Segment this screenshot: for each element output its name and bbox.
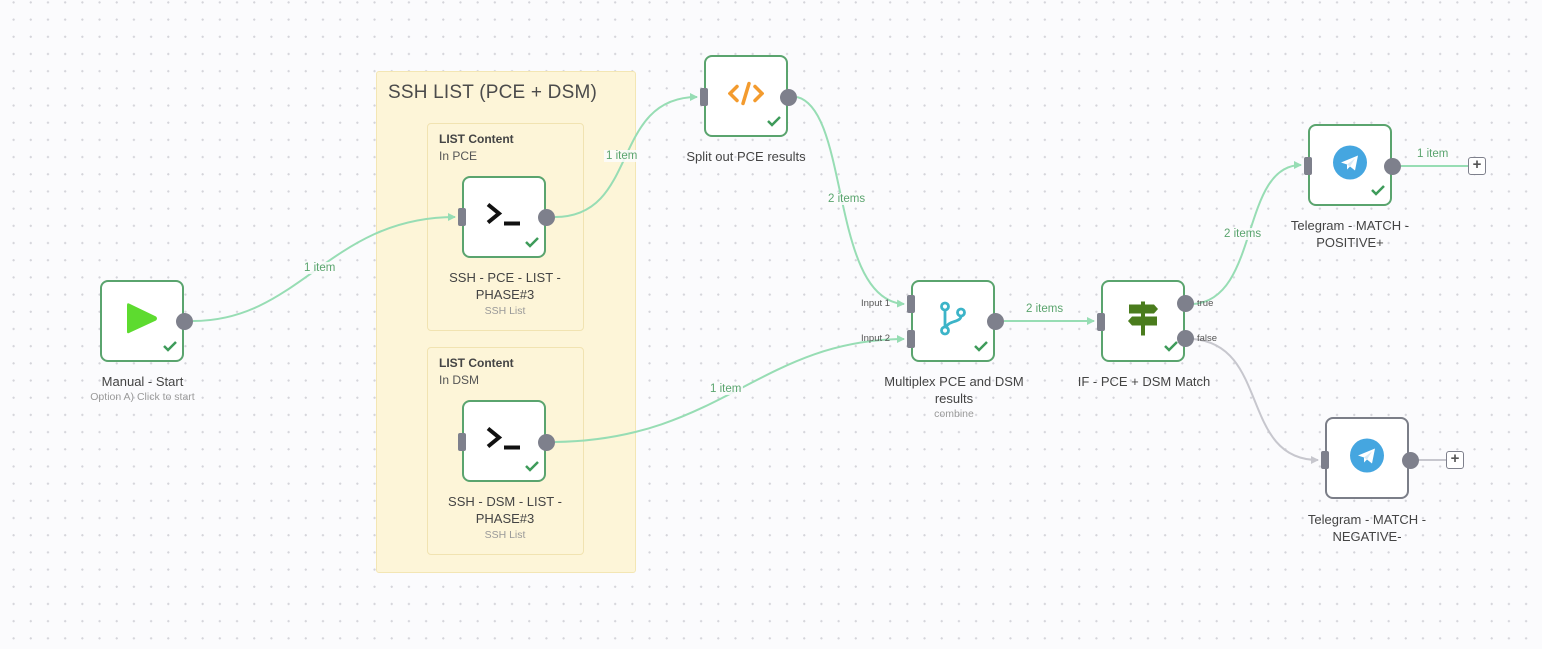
node-label: SSH - DSM - LIST - PHASE#3 xyxy=(430,493,580,527)
edge-label-multiplex-to-if: 2 items xyxy=(1024,303,1066,315)
input-1-label: Input 1 xyxy=(861,298,891,309)
output-port[interactable] xyxy=(780,89,797,106)
input-port[interactable] xyxy=(458,433,466,451)
node-subtitle: SSH List xyxy=(484,529,526,541)
false-label: false xyxy=(1197,333,1218,344)
output-port[interactable] xyxy=(1384,158,1401,175)
output-port-true[interactable] xyxy=(1177,295,1194,312)
node-label-line1: SSH - PCE - LIST - xyxy=(449,270,561,285)
node-telegram-negative[interactable] xyxy=(1325,417,1409,499)
node-label-line2: NEGATIVE- xyxy=(1332,529,1402,544)
node-subtitle: SSH List xyxy=(484,305,526,317)
output-port-false[interactable] xyxy=(1177,330,1194,347)
success-check-icon xyxy=(163,339,177,357)
node-label-line1: Telegram - MATCH - xyxy=(1290,218,1410,233)
add-node-button[interactable]: + xyxy=(1446,451,1464,469)
merge-icon xyxy=(938,301,968,342)
success-check-icon xyxy=(767,114,781,132)
node-ssh-pce-list[interactable] xyxy=(462,176,546,258)
node-label: Telegram - MATCH - POSITIVE+ xyxy=(1270,217,1430,251)
node-manual-start[interactable] xyxy=(100,280,184,362)
node-split-out-pce-results[interactable] xyxy=(704,55,788,137)
telegram-icon xyxy=(1333,145,1367,185)
add-node-button[interactable]: + xyxy=(1468,157,1486,175)
node-label: Telegram - MATCH - NEGATIVE- xyxy=(1287,511,1447,545)
node-label: Split out PCE results xyxy=(686,149,806,164)
success-check-icon xyxy=(525,459,539,477)
node-label: Multiplex PCE and DSM results xyxy=(868,373,1040,407)
edge-label-dsm-to-multiplex: 1 item xyxy=(708,383,744,395)
node-label: Manual - Start xyxy=(101,374,184,389)
node-label-line1: Telegram - MATCH - xyxy=(1307,512,1427,527)
input-2-label: Input 2 xyxy=(861,333,891,344)
success-check-icon xyxy=(974,339,988,357)
node-label-line2: POSITIVE+ xyxy=(1316,235,1384,250)
code-icon xyxy=(727,81,765,111)
node-telegram-positive[interactable] xyxy=(1308,124,1392,206)
terminal-icon xyxy=(485,202,523,233)
play-icon xyxy=(125,301,159,342)
node-label-line2: PHASE#3 xyxy=(475,511,535,526)
input-port[interactable] xyxy=(1304,157,1312,175)
node-label-line2: results xyxy=(934,391,974,406)
input-port[interactable] xyxy=(1321,451,1329,469)
sticky-dsm-desc: In DSM xyxy=(439,373,480,387)
node-subtitle: Option A) Click to start xyxy=(90,391,195,403)
node-ssh-dsm-list[interactable] xyxy=(462,400,546,482)
success-check-icon xyxy=(1371,183,1385,201)
success-check-icon xyxy=(1164,339,1178,357)
output-port[interactable] xyxy=(1402,452,1419,469)
node-subtitle: combine xyxy=(934,408,974,420)
edge-label-split-to-multiplex: 2 items xyxy=(826,193,868,205)
input-port-2[interactable] xyxy=(907,330,915,348)
node-if-match[interactable] xyxy=(1101,280,1185,362)
sticky-pce-title: LIST Content xyxy=(439,132,514,146)
node-label-line1: Multiplex PCE and DSM xyxy=(884,374,1024,389)
output-port[interactable] xyxy=(538,209,555,226)
output-port[interactable] xyxy=(987,313,1004,330)
node-label: IF - PCE + DSM Match xyxy=(1077,374,1211,389)
sticky-title: SSH LIST (PCE + DSM) xyxy=(388,82,598,103)
output-port[interactable] xyxy=(176,313,193,330)
node-label-line1: SSH - DSM - LIST - xyxy=(448,494,562,509)
input-port[interactable] xyxy=(458,208,466,226)
signpost-icon xyxy=(1126,301,1160,342)
input-port[interactable] xyxy=(700,88,708,106)
sticky-dsm-title: LIST Content xyxy=(439,356,514,370)
edge-label-positive-out: 1 item xyxy=(1415,148,1451,160)
node-label-line2: PHASE#3 xyxy=(475,287,535,302)
success-check-icon xyxy=(525,235,539,253)
telegram-icon xyxy=(1350,438,1384,478)
edge-label-start-to-pce: 1 item xyxy=(302,262,338,274)
input-port-1[interactable] xyxy=(907,295,915,313)
node-multiplex[interactable] xyxy=(911,280,995,362)
edge-if-false-to-negative xyxy=(1192,338,1319,464)
input-port[interactable] xyxy=(1097,313,1105,331)
true-label: true xyxy=(1197,298,1214,309)
node-label: SSH - PCE - LIST - PHASE#3 xyxy=(430,269,580,303)
output-port[interactable] xyxy=(538,434,555,451)
sticky-pce-desc: In PCE xyxy=(439,149,478,163)
terminal-icon xyxy=(485,426,523,457)
edge-label-pce-to-split: 1 item xyxy=(604,150,640,162)
edge-label-if-to-positive: 2 items xyxy=(1222,228,1264,240)
